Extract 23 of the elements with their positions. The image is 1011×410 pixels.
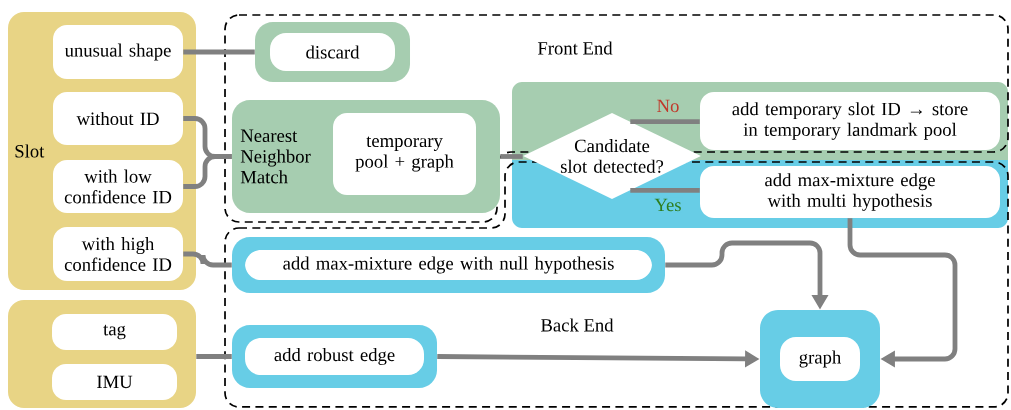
label-box: unusual shape — [53, 25, 183, 79]
label-box: IMU — [52, 364, 177, 400]
process-box: graph — [760, 310, 880, 408]
connector — [183, 49, 255, 55]
process-box: add robust edge — [232, 325, 437, 388]
connector — [500, 154, 523, 159]
label-box: with high confidence ID — [53, 227, 183, 281]
label-box: add temporary slot ID → store in temporary landmark pool — [700, 92, 1000, 150]
connector — [630, 119, 700, 124]
label-box: with low confidence ID — [53, 160, 183, 213]
edge-label: Yes — [653, 197, 683, 213]
process-box: discard — [255, 22, 410, 82]
label-box: tag — [52, 314, 177, 350]
connector — [183, 154, 232, 189]
edge-label: No — [655, 98, 681, 114]
connector — [183, 251, 232, 268]
process-box: add max-mixture edge with null hypothesis — [232, 237, 665, 293]
connector — [847, 218, 958, 368]
connector — [630, 188, 700, 193]
connector — [196, 354, 232, 359]
label-box: temporary pool + graph — [333, 113, 476, 195]
label-box: add max-mixture edge with multi hypothesis — [700, 166, 1000, 218]
label-box: without ID — [53, 92, 183, 145]
